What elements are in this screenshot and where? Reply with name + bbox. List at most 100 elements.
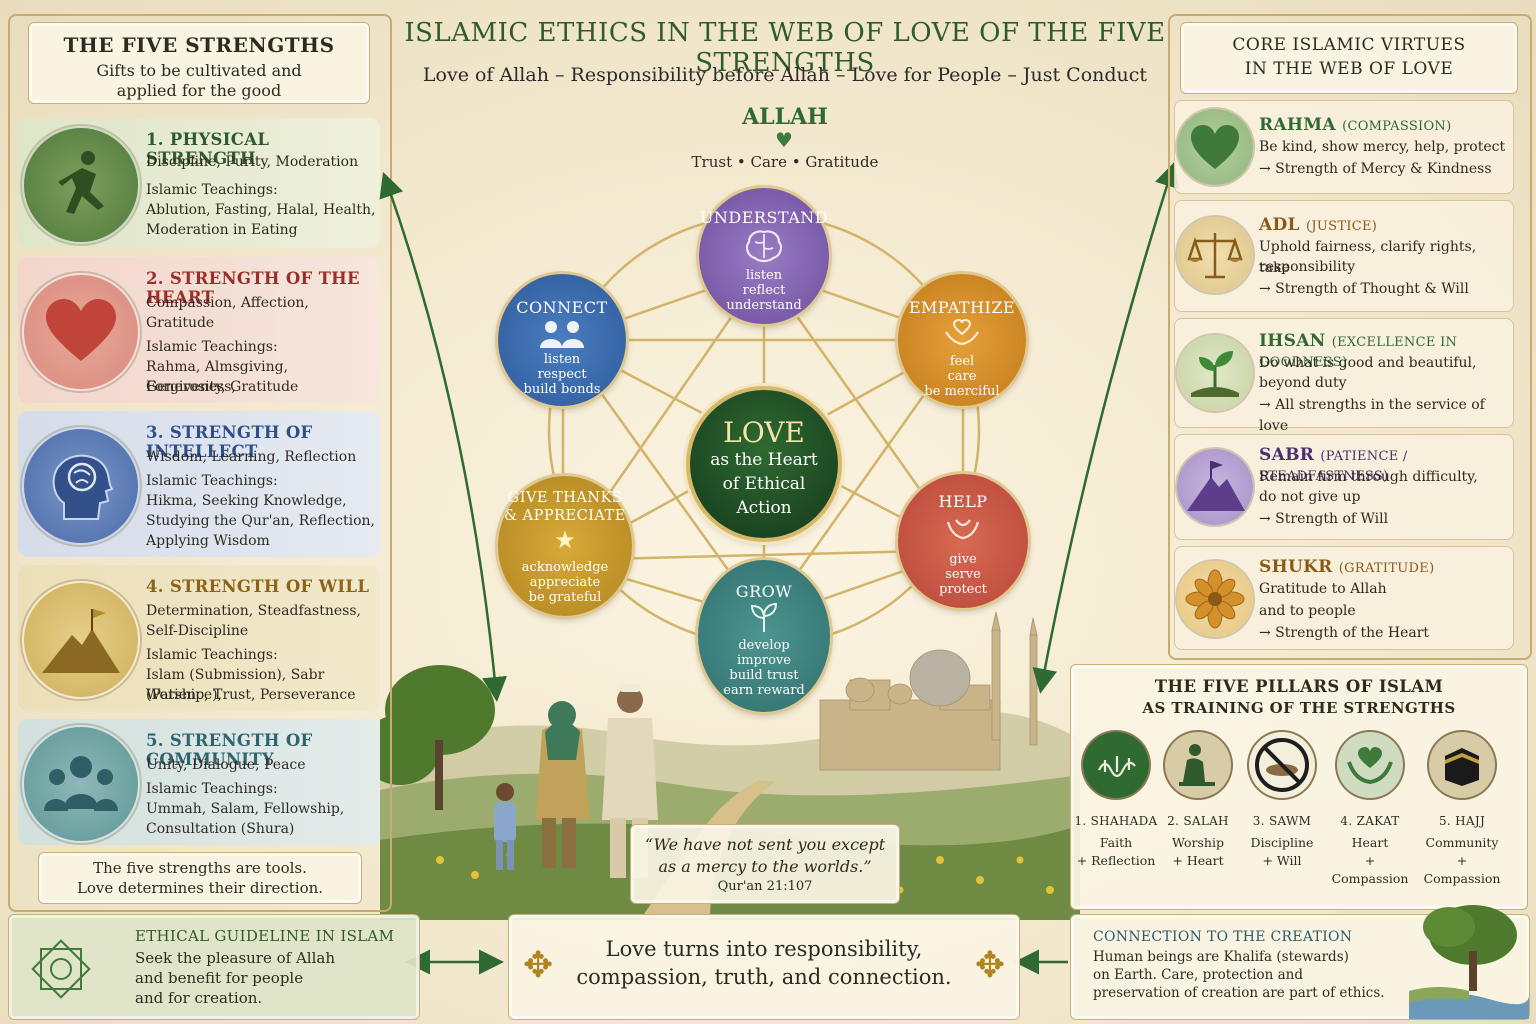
node-title: GROW — [735, 582, 793, 601]
node-connect: CONNECT listen respect build bonds — [498, 274, 626, 406]
virtue-title: IHSAN (EXCELLENCE IN GOODNESS) — [1259, 331, 1513, 371]
strength-teach-label: Islamic Teachings: — [146, 339, 278, 355]
quran-quote: “We have not sent you except as a mercy … — [630, 824, 900, 904]
virtue-name: ADL — [1259, 215, 1300, 235]
purple-mountain-icon — [1177, 449, 1253, 525]
virtue-line-2: and to people — [1259, 603, 1356, 619]
love-line-2: of Ethical — [722, 474, 806, 494]
strength-teach-2: Consultation (Shura) — [146, 821, 295, 837]
virtue-title: RAHMA (COMPASSION) — [1259, 115, 1451, 135]
virtue-line-2: beyond duty — [1259, 375, 1347, 391]
runner-icon — [22, 126, 140, 244]
node-word: build trust — [729, 668, 799, 683]
strength-teach-1: Hikma, Seeking Knowledge, — [146, 493, 347, 509]
node-title-1: GIVE THANKS — [507, 490, 623, 506]
five-strengths-title: THE FIVE STRENGTHS — [63, 33, 335, 57]
ethical-guideline-panel: ETHICAL GUIDELINE IN ISLAM Seek the plea… — [8, 914, 420, 1020]
plant-sprout-icon — [1177, 335, 1253, 411]
kaaba-icon — [1429, 732, 1495, 798]
strength-card-physical: 1. PHYSICAL STRENGTH Discipline, Purity,… — [18, 118, 380, 248]
virtue-translation: (COMPASSION) — [1342, 119, 1452, 134]
strength-qualities: Determination, Steadfastness, — [146, 603, 361, 619]
strength-teach-3: Applying Wisdom — [146, 533, 270, 549]
strength-teach-2: Worship, Trust, Perseverance — [146, 687, 356, 703]
praying-person-icon — [1165, 732, 1231, 798]
strength-title: 3. STRENGTH OF INTELLECT — [146, 423, 313, 461]
geometric-star-icon — [31, 939, 91, 999]
creation-panel: CONNECTION TO THE CREATION Human beings … — [1070, 905, 1530, 1020]
pillar-name: 3. SAWM — [1252, 814, 1312, 828]
star-icon: ★ — [554, 526, 576, 554]
love-line-1: as the Heart — [710, 450, 818, 470]
pillar-desc-2: + Heart — [1172, 853, 1224, 868]
love-center: LOVE as the Heart of Ethical Action — [690, 390, 838, 538]
virtue-translation: (PATIENCE / STEADFASTNESS) — [1259, 449, 1408, 484]
guideline-line-1: Seek the pleasure of Allah — [135, 949, 335, 967]
node-word: understand — [726, 298, 802, 313]
virtue-name: IHSAN — [1259, 331, 1326, 351]
creation-line-2: on Earth. Care, protection and — [1093, 967, 1304, 983]
central-message-line-1: Love turns into responsibility, — [605, 937, 923, 961]
central-message-line-2: compassion, truth, and connection. — [576, 965, 952, 989]
page-subtitle: Love of Allah – Responsibility before Al… — [422, 64, 1148, 86]
node-word: improve — [737, 653, 791, 668]
allah-subtitle: Trust • Care • Gratitude — [691, 153, 879, 171]
central-message-panel: ✥ ✥ Love turns into responsibility, comp… — [508, 914, 1020, 1020]
node-grow: GROW develop improve build trust earn re… — [698, 560, 830, 712]
virtue-name: SHUKR — [1259, 557, 1333, 577]
node-title: CONNECT — [516, 298, 608, 317]
heart-icon — [22, 273, 140, 391]
virtue-line-1: Gratitude to Allah — [1259, 581, 1387, 597]
strength-teach-1: Ummah, Salam, Fellowship, — [146, 801, 345, 817]
calligraphy-icon — [1083, 732, 1149, 798]
five-strengths-subtitle-2: applied for the good — [116, 81, 282, 100]
virtues-title-2: IN THE WEB OF LOVE — [1244, 59, 1454, 79]
virtue-adl: ADL (JUSTICE) Uphold fairness, clarify r… — [1174, 200, 1514, 312]
strength-title: 5. STRENGTH OF COMMUNITY — [146, 731, 313, 769]
node-title-2: & APPRECIATE — [504, 508, 626, 524]
node-word: feel — [949, 354, 975, 369]
node-word: appreciate — [529, 575, 601, 590]
love-line-3: Action — [736, 498, 792, 518]
strength-teach-1: Ablution, Fasting, Halal, Health, — [146, 202, 376, 218]
virtue-title: SABR (PATIENCE / STEADFASTNESS) — [1259, 445, 1513, 485]
sprout-icon — [750, 602, 778, 632]
strength-teach-2: Moderation in Eating — [146, 222, 298, 238]
pillar-desc-2: + Will — [1262, 853, 1302, 868]
node-empathize: EMPATHIZE feel care be merciful — [898, 274, 1026, 406]
virtue-line-1: Be kind, show mercy, help, protect — [1259, 139, 1506, 155]
virtue-line-3: → Strength of Will — [1259, 511, 1389, 527]
strength-qualities-2: Gratitude — [146, 315, 215, 331]
strength-teach-2: Studying the Qur'an, Reflection, — [146, 513, 375, 529]
virtue-ihsan: IHSAN (EXCELLENCE IN GOODNESS) Do what i… — [1174, 318, 1514, 434]
pillar-salah: 2. SALAH Worship + Heart — [1156, 732, 1240, 870]
no-food-icon — [1249, 732, 1315, 798]
strength-qualities: Discipline, Purity, Moderation — [146, 154, 359, 170]
strength-card-community: 5. STRENGTH OF COMMUNITY Unity, Dialogue… — [18, 719, 380, 845]
two-people-icon — [540, 321, 584, 348]
pillar-desc-2: + Reflection — [1076, 853, 1156, 868]
guideline-line-2: and benefit for people — [135, 969, 304, 987]
node-word: reflect — [742, 283, 786, 298]
pillar-desc-1: Faith — [1099, 835, 1133, 850]
pillar-name: 2. SALAH — [1167, 814, 1229, 828]
strength-title: 4. STRENGTH OF WILL — [146, 577, 370, 596]
page-title: ISLAMIC ETHICS IN THE WEB OF LOVE OF THE… — [404, 18, 1166, 78]
node-word: earn reward — [723, 683, 805, 698]
virtue-line-3: → Strength of Thought & Will — [1259, 281, 1469, 297]
allah-label: ALLAH — [742, 104, 828, 130]
note-line-2: Love determines their direction. — [76, 879, 324, 897]
virtue-name: SABR — [1259, 445, 1315, 465]
tree-river-icon — [1409, 905, 1529, 1019]
quote-line-1: “We have not sent you except — [644, 835, 886, 854]
strength-qualities: Wisdom, Learning, Reflection — [146, 449, 357, 465]
green-heart-icon — [1177, 109, 1253, 185]
ornament-left-icon: ✥ — [523, 945, 554, 986]
scales-icon — [1177, 217, 1253, 293]
pillars-title-1: THE FIVE PILLARS OF ISLAM — [1154, 677, 1444, 696]
pillars-title-2: AS TRAINING OF THE STRENGTHS — [1142, 699, 1456, 717]
pillar-desc-1: Discipline — [1250, 835, 1314, 850]
virtue-line-2: → Strength of Mercy & Kindness — [1259, 161, 1492, 177]
node-title: EMPATHIZE — [908, 298, 1016, 317]
